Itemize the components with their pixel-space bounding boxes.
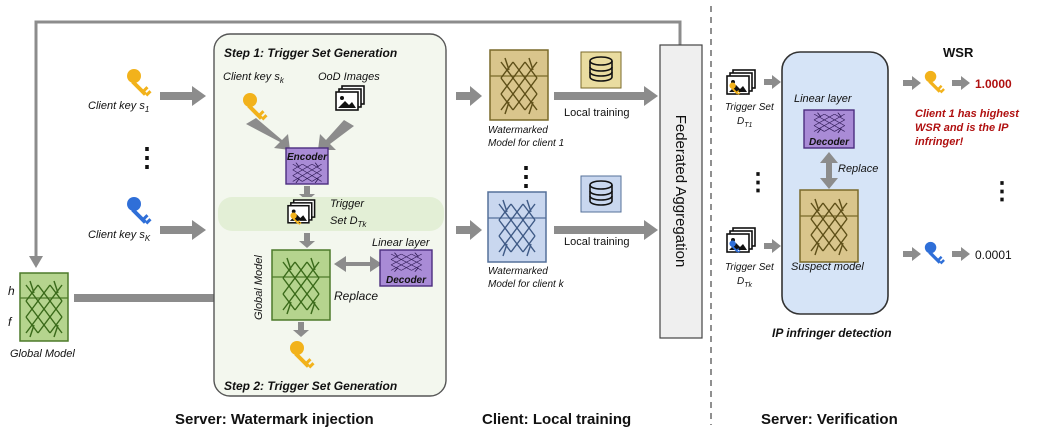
client-key-sk-label: Client key sk — [223, 71, 285, 85]
watermarked-model-k-network-icon — [487, 191, 547, 263]
verification-replace-label: Replace — [838, 163, 878, 175]
wsr-k-value: 0.0001 — [975, 248, 1012, 262]
highlight-line3: infringer! — [915, 136, 964, 148]
local-training-1-label: Local training — [564, 107, 629, 119]
watermarked-model-1-network-icon — [489, 49, 549, 121]
f-label: f — [8, 315, 13, 329]
client-key-1-label: Client key s1 — [88, 100, 149, 114]
decoder-label: Decoder — [386, 275, 427, 286]
watermarked-1-line2: Model for client 1 — [488, 138, 564, 149]
arrow-icon — [160, 86, 206, 106]
trigger-set-1-d-label: DT1 — [737, 116, 753, 129]
wsr-k-key-icon — [924, 241, 945, 265]
trigger-set-band — [218, 197, 444, 231]
local-training-k-label: Local training — [564, 236, 629, 248]
arrow-icon — [456, 220, 482, 240]
feedback-loop-line — [34, 20, 682, 260]
wsr-header: WSR — [943, 45, 974, 60]
client-key-k-icon — [127, 197, 152, 225]
set-dtk-label: Set DTk — [330, 215, 367, 229]
arrow-icon — [764, 239, 781, 253]
wsr-1-key-icon — [924, 70, 945, 94]
linear-layer-label: Linear layer — [372, 237, 431, 249]
verification-replace-double-arrow — [820, 152, 838, 189]
verification-dots-right: ⋮ — [990, 178, 1014, 205]
arrow-icon — [952, 247, 970, 261]
step1-title: Step 1: Trigger Set Generation — [224, 46, 397, 60]
watermarked-k-line2: Model for client k — [488, 279, 565, 290]
caption-server-injection: Server: Watermark injection — [175, 411, 374, 428]
verification-dots-left: ⋮ — [746, 169, 770, 196]
verification-panel — [781, 51, 889, 315]
caption-server-verification: Server: Verification — [761, 411, 898, 428]
encoder-label: Encoder — [287, 152, 328, 163]
trigger-set-k-label: Trigger Set — [725, 262, 775, 273]
arrow-icon — [554, 220, 658, 240]
arrow-icon — [903, 247, 921, 261]
feedback-loop-arrowhead — [29, 256, 43, 268]
watermarked-1-line1: Watermarked — [488, 125, 548, 136]
arrow-icon — [456, 86, 482, 106]
database-k-box — [580, 175, 622, 213]
arrow-icon — [318, 120, 354, 150]
ip-detection-label: IP infringer detection — [772, 326, 892, 340]
arrow-icon — [903, 76, 921, 90]
ood-images-label: OoD Images — [318, 71, 380, 83]
trigger-image-stack-icon — [287, 199, 316, 224]
trigger-set-k-icon — [726, 227, 756, 253]
h-label: h — [8, 284, 15, 298]
suspect-model-label: Suspect model — [791, 261, 864, 273]
image-stack-icon — [335, 85, 365, 111]
arrow-icon — [246, 118, 290, 150]
client-key-k-label: Client key sK — [88, 229, 151, 243]
arrow-icon — [160, 220, 206, 240]
caption-client-training: Client: Local training — [482, 411, 631, 428]
arrow-icon — [764, 75, 781, 89]
federated-aggregation-label: Federated Aggregation — [672, 115, 689, 268]
wsr-1-value: 1.0000 — [975, 77, 1012, 91]
verification-linear-layer-label: Linear layer — [794, 93, 853, 105]
trigger-label: Trigger — [330, 198, 365, 210]
client-dots: ⋮ — [513, 161, 539, 191]
arrow-icon — [293, 322, 309, 337]
arrow-icon — [299, 233, 315, 248]
watermarked-k-line1: Watermarked — [488, 266, 548, 277]
verification-decoder-label: Decoder — [809, 137, 850, 148]
global-model-label: Global Model — [10, 348, 75, 360]
database-1-box — [580, 51, 622, 89]
federated-aggregation-box — [659, 44, 703, 339]
replace-label: Replace — [334, 289, 378, 303]
arrow-icon — [952, 76, 970, 90]
replace-double-arrow — [334, 256, 382, 272]
left-dots: ⋮ — [134, 142, 160, 172]
trigger-set-1-label: Trigger Set — [725, 102, 775, 113]
step2-title: Step 2: Trigger Set Generation — [224, 379, 397, 393]
highlight-line2: WSR and is the IP — [915, 122, 1009, 134]
trigger-set-1-icon — [726, 69, 756, 95]
arrow-icon — [554, 86, 658, 106]
client-key-1-icon — [127, 69, 152, 97]
highlight-line1: Client 1 has highest — [915, 108, 1020, 120]
encoder-box — [285, 147, 329, 185]
server-global-model-network-icon — [271, 249, 331, 321]
global-model-network-icon — [19, 272, 69, 342]
trigger-set-k-d-label: DTk — [737, 276, 753, 289]
global-model-vertical-label: Global Model — [253, 255, 265, 320]
suspect-model-network-icon — [799, 189, 859, 263]
